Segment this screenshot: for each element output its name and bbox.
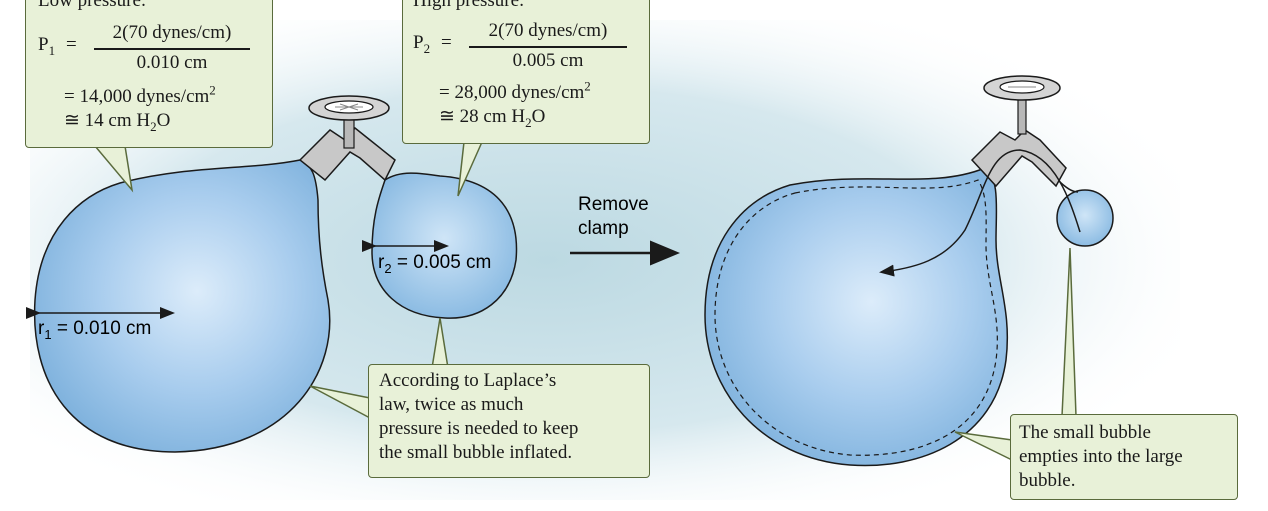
leader-laplace-large	[309, 385, 371, 419]
p2-symbol: P2	[413, 32, 431, 56]
remove-clamp-label-line1: Remove	[578, 194, 649, 215]
result-line-1: The small bubble	[1019, 422, 1151, 443]
p1-cmh2o: ≅ 14 cm H2O	[64, 110, 171, 134]
p2-denominator: 0.005 cm	[512, 50, 584, 71]
p1-dynes: = 14,000 dynes/cm2	[64, 82, 216, 107]
p1-numerator: 2(70 dynes/cm)	[112, 22, 232, 43]
p1-denominator: 0.010 cm	[136, 52, 208, 73]
remove-clamp-label-line2: clamp	[578, 218, 629, 239]
leader-result-large	[954, 431, 1013, 461]
p1-fraction-bar	[94, 48, 250, 50]
laplace-line-3: pressure is needed to keep	[379, 418, 579, 439]
laplace-line-4: the small bubble inflated.	[379, 442, 573, 463]
low-pressure-callout: Low pressure: P1 = 2(70 dynes/cm) 0.010 …	[25, 0, 273, 148]
valve-left	[298, 95, 396, 182]
p2-equals: =	[441, 32, 452, 53]
p2-fraction-bar	[469, 46, 627, 48]
leader-left-callout	[94, 145, 134, 193]
p2-dynes: = 28,000 dynes/cm2	[439, 78, 591, 103]
p2-cmh2o: ≅ 28 cm H2O	[439, 106, 546, 130]
valve-right	[970, 75, 1067, 188]
leader-result-small	[1061, 247, 1077, 417]
p1-equals: =	[66, 34, 77, 55]
high-pressure-heading: High pressure:	[413, 0, 525, 11]
laplace-line-2: law, twice as much	[379, 394, 524, 415]
small-bubble-right	[1056, 189, 1114, 247]
laplace-note: According to Laplace’s law, twice as muc…	[368, 364, 650, 478]
result-line-3: bubble.	[1019, 470, 1076, 491]
p1-symbol: P1	[38, 34, 56, 58]
r2-label: r2 = 0.005 cm	[378, 252, 492, 276]
high-pressure-callout: High pressure: P2 = 2(70 dynes/cm) 0.005…	[402, 0, 650, 144]
r1-label: r1 = 0.010 cm	[38, 318, 152, 342]
result-note: The small bubble empties into the large …	[1010, 414, 1238, 500]
leader-right-callout	[457, 141, 483, 197]
p2-numerator: 2(70 dynes/cm)	[488, 20, 608, 41]
large-bubble-right-dashed-outline	[714, 179, 998, 456]
large-bubble-right	[704, 167, 1009, 467]
leader-laplace-small	[431, 317, 449, 369]
result-line-2: empties into the large	[1019, 446, 1183, 467]
laplace-line-1: According to Laplace’s	[379, 370, 557, 391]
flow-arrow	[879, 149, 1081, 277]
low-pressure-heading: Low pressure:	[38, 0, 147, 11]
